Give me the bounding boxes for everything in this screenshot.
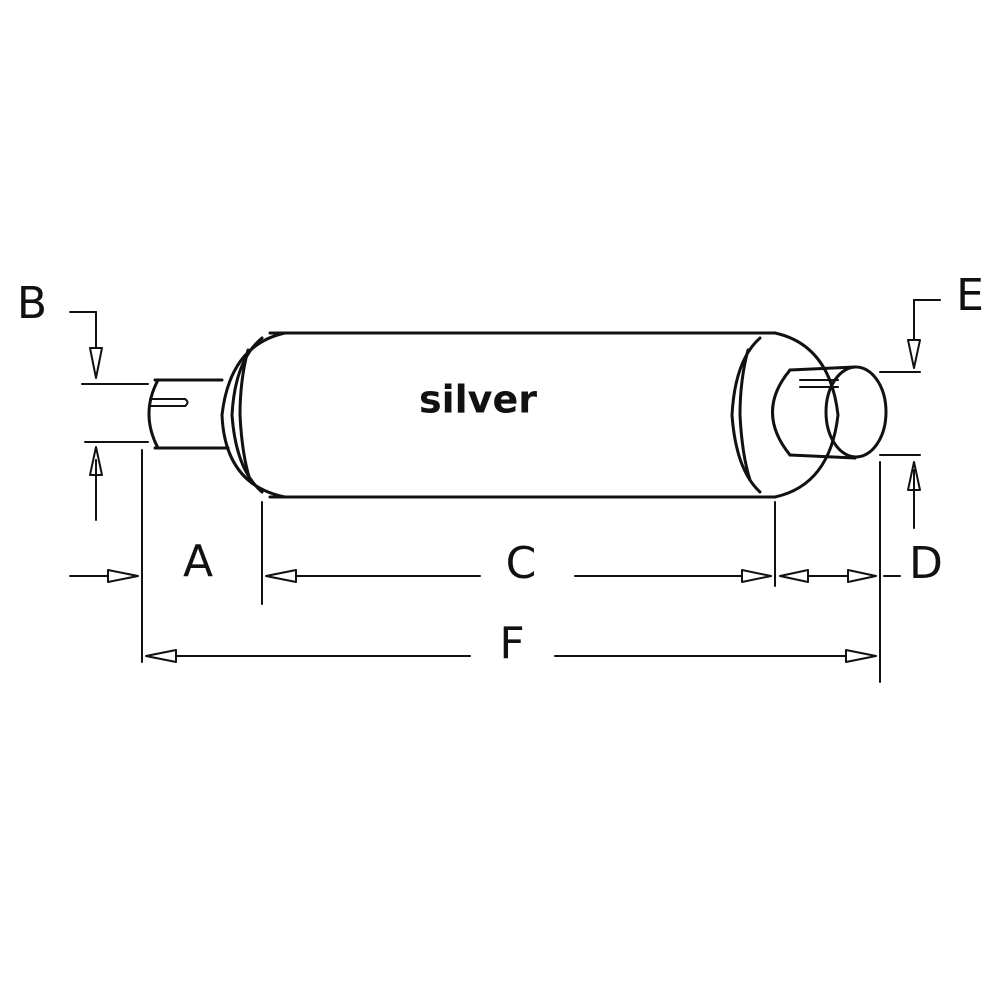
- arrow-right-icon: [845, 649, 877, 663]
- dimension-d: D: [779, 538, 943, 589]
- dimension-label-c: C: [506, 538, 537, 589]
- dimension-f: F: [145, 618, 877, 669]
- dimension-b: B: [17, 278, 149, 521]
- dimension-a: A: [69, 536, 213, 587]
- material-label: silver: [419, 378, 537, 422]
- dimension-e: E: [879, 270, 984, 529]
- arrow-right-icon: [847, 569, 877, 583]
- arrow-left-icon: [265, 569, 297, 583]
- arrow-down-icon: [907, 339, 921, 369]
- arrow-right-icon: [741, 569, 772, 583]
- dimension-label-f: F: [499, 618, 524, 669]
- dimension-label-b: B: [17, 278, 47, 329]
- inlet-pipe: [147, 378, 230, 450]
- dimension-label-e: E: [956, 270, 984, 321]
- arrow-left-icon: [145, 649, 177, 663]
- arrow-down-icon: [89, 347, 103, 379]
- dimension-c: C: [265, 538, 772, 589]
- outlet-pipe: [771, 365, 888, 460]
- dimension-label-d: D: [909, 538, 943, 589]
- arrow-left-icon: [779, 569, 809, 583]
- muffler-body: [220, 331, 840, 499]
- extension-lines: [141, 449, 881, 683]
- arrow-right-icon: [107, 569, 139, 583]
- dimension-label-a: A: [183, 536, 213, 587]
